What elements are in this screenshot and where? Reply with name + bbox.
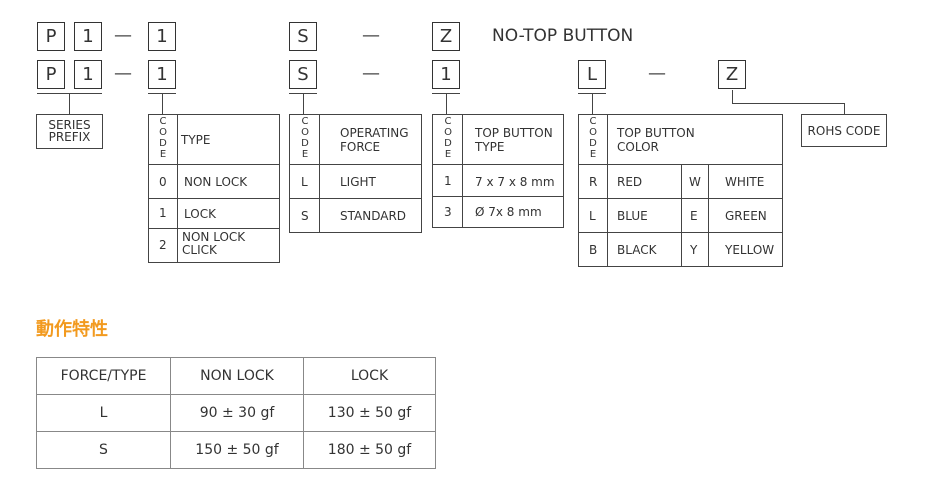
color-label: YELLOW [725,243,775,257]
color-code: Y [690,243,698,257]
type-label: NON LOCK CLICK [182,230,246,257]
connector [732,103,844,104]
connector [303,93,304,114]
series-prefix-label: SERIES PREFIX [48,118,91,144]
dash: — [114,63,132,84]
divider [578,198,783,199]
divider [148,228,280,229]
no-top-button-title: NO-TOP BUTTON [492,26,634,46]
color-label: BLUE [617,209,648,223]
connector [162,93,163,114]
connector [844,103,845,115]
dash: — [362,63,380,84]
connector [592,93,593,114]
dash: — [362,25,380,46]
divider [578,232,783,233]
dash: — [114,25,132,46]
color-label: BLACK [617,243,657,257]
operating-characteristics-table: FORCE/TYPE NON LOCK LOCK L 90 ± 30 gf 13… [36,357,436,469]
color-code: L [589,209,596,223]
top-button-code: 3 [444,205,452,219]
table-row: S 150 ± 50 gf 180 ± 50 gf [36,431,436,469]
force-code: L [301,175,308,189]
color-code: B [589,243,598,257]
color-table [578,114,783,267]
color-code: R [589,175,598,189]
divider [148,164,280,165]
force-table [289,114,422,233]
code-box-p: P [37,60,65,89]
top-button-label: Ø 7x 8 mm [475,205,542,219]
top-button-type-header: TOP BUTTON TYPE [475,126,553,154]
force-label: LIGHT [340,175,376,189]
rohs-code-label: ROHS CODE [807,124,881,138]
connector [732,90,733,104]
section-title: 動作特性 [36,319,108,340]
color-label: WHITE [725,175,765,189]
type-code: 1 [159,206,167,220]
divider [319,114,320,233]
table-cell: 180 ± 50 gf [303,431,436,469]
color-label: RED [617,175,643,189]
header-cell: LOCK [303,357,436,395]
type-code: 0 [159,175,167,189]
code-box-rohs: Z [718,60,746,89]
table-cell: 90 ± 30 gf [170,394,304,432]
code-box-1: 1 [74,60,102,89]
connector [69,93,70,115]
code-box-type: 1 [148,60,176,89]
divider [432,196,564,197]
type-code: 2 [159,238,167,252]
color-label: GREEN [725,209,767,223]
code-box-force: S [289,60,317,89]
dash: — [648,63,666,84]
code-box-type: 1 [148,22,176,51]
top-button-code: 1 [444,174,452,188]
code-box-color: L [578,60,606,89]
code-box-z: Z [432,22,460,51]
top-button-label: 7 x 7 x 8 mm [475,175,555,189]
table-cell: S [36,431,171,469]
code-box-force: S [289,22,317,51]
code-box-p: P [37,22,65,51]
table-header-row: FORCE/TYPE NON LOCK LOCK [36,357,436,395]
color-header: TOP BUTTON COLOR [617,126,695,154]
table-cell: 150 ± 50 gf [170,431,304,469]
type-table [148,114,280,263]
code-box-1: 1 [74,22,102,51]
divider [148,198,280,199]
connector [446,93,447,114]
divider [432,164,564,165]
divider [708,164,709,267]
color-code: E [690,209,698,223]
divider [578,164,783,165]
code-box-top-button-type: 1 [432,60,460,89]
force-label: STANDARD [340,209,407,223]
force-header: OPERATING FORCE [340,126,409,154]
table-row: L 90 ± 30 gf 130 ± 50 gf [36,394,436,432]
type-label: NON LOCK [184,175,248,189]
divider [462,114,463,228]
color-code: W [689,175,701,189]
type-label: LOCK [184,207,216,221]
table-cell: 130 ± 50 gf [303,394,436,432]
series-prefix-box [36,114,103,149]
type-header: TYPE [181,133,211,147]
divider [289,164,422,165]
divider [607,114,608,267]
divider [681,164,682,267]
top-button-type-table [432,114,564,228]
table-cell: L [36,394,171,432]
divider [177,114,178,263]
divider [289,198,422,199]
header-cell: FORCE/TYPE [36,357,171,395]
header-cell: NON LOCK [170,357,304,395]
rohs-code-box [801,114,887,147]
force-code: S [301,209,309,223]
